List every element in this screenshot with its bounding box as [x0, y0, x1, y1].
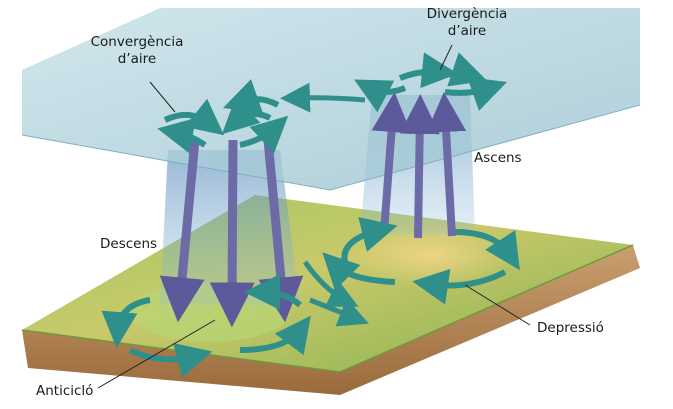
- divergence-label-line2: d’aire: [412, 23, 522, 40]
- anticyclone-label: Anticicló: [36, 383, 93, 400]
- convergence-label: Convergència d’aire: [76, 34, 198, 68]
- upper-connecting-flow: [295, 98, 365, 100]
- divergence-label-line1: Divergència: [412, 6, 522, 23]
- convergence-label-line1: Convergència: [76, 34, 198, 51]
- ascent-label: Ascens: [474, 150, 522, 167]
- convergence-label-line2: d’aire: [76, 51, 198, 68]
- ground-block: [22, 195, 640, 395]
- descent-label: Descens: [100, 236, 157, 253]
- divergence-label: Divergència d’aire: [412, 6, 522, 40]
- depression-label: Depressió: [537, 320, 604, 337]
